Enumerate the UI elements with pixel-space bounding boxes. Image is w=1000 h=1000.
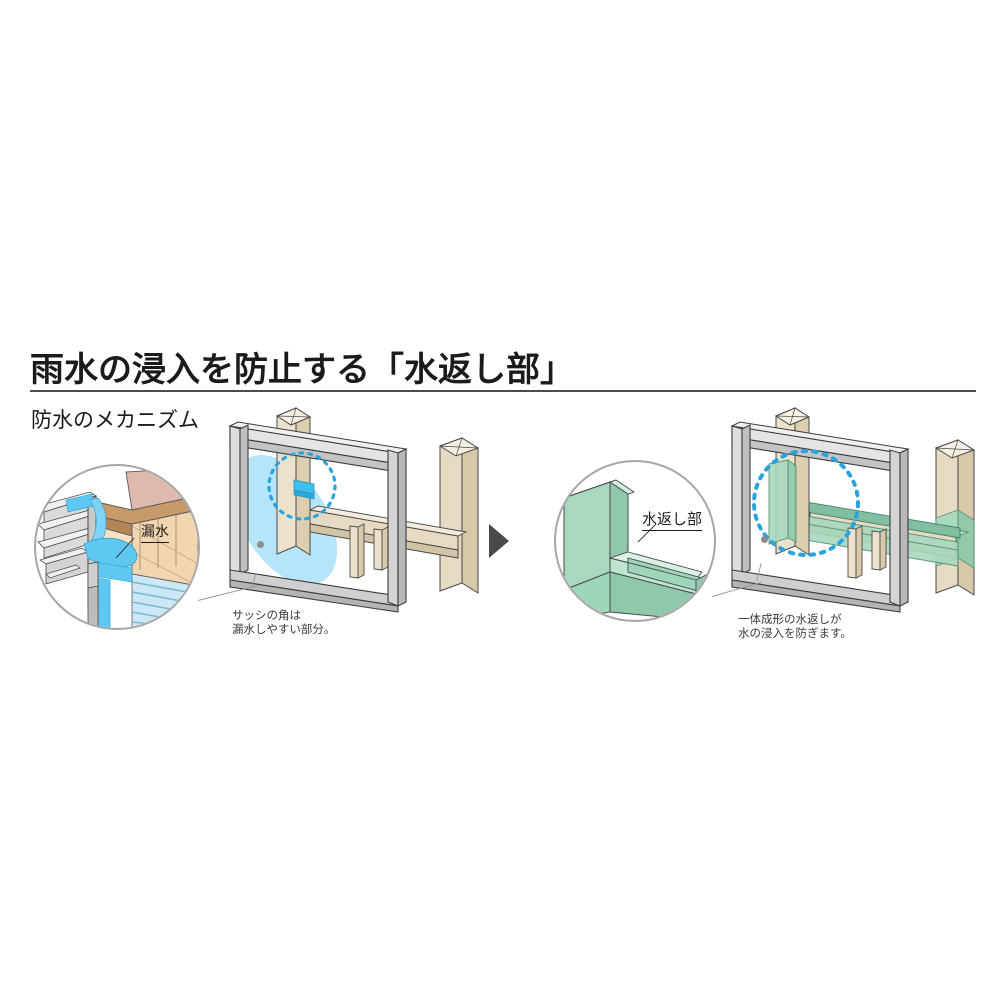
title-divider: [30, 390, 976, 392]
triangle-right-icon: [489, 524, 509, 558]
aluminium-window-frame: [228, 421, 408, 613]
window-frame-before-diagram: [228, 407, 480, 613]
caption-after: 一体成形の水返しが 水の浸入を防ぎます。: [738, 612, 852, 640]
caption-after-line1: 一体成形の水返しが: [738, 612, 842, 626]
stud-group: [847, 525, 887, 579]
leak-point: [293, 479, 315, 500]
leak-label: 漏水: [141, 521, 169, 543]
sash-corner-leak-detail: [37, 467, 198, 628]
section-subtitle: 防水のメカニズム: [31, 408, 199, 432]
waterstop-zone-marker: [752, 449, 860, 557]
integrated-waterstop-detail: [563, 479, 709, 620]
aluminium-window-frame: [730, 421, 910, 613]
leak-zone-marker: [267, 451, 337, 521]
wood-post-far: [438, 437, 480, 594]
detail-bubble-after: 水返し部: [554, 460, 716, 622]
waterstop-vertical-return: [768, 459, 797, 545]
caption-before: サッシの角は 漏水しやすい部分。: [232, 608, 335, 636]
window-frame-after-diagram: [730, 407, 976, 613]
water-flow: [65, 493, 138, 628]
wood-post-far: [934, 439, 976, 596]
caption-after-line2: 水の浸入を防ぎます。: [738, 626, 852, 640]
caption-before-line2: 漏水しやすい部分。: [232, 622, 336, 636]
page-title: 雨水の浸入を防止する「水返し部」: [30, 350, 574, 390]
waterstop-label: 水返し部: [642, 508, 703, 531]
caption-before-line1: サッシの角は: [232, 608, 301, 622]
leader-endpoint-after: [761, 536, 768, 543]
detail-bubble-before: 漏水: [34, 464, 200, 630]
leader-endpoint-before: [257, 541, 264, 548]
